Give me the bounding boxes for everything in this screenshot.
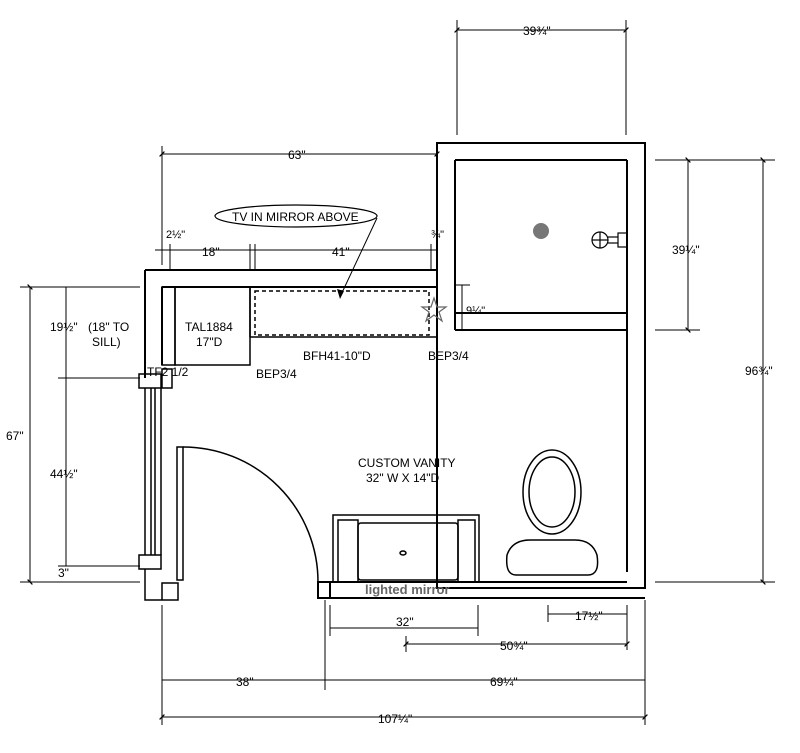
bep-right-label: BEP3/4 xyxy=(428,349,469,363)
bfh-label: BFH41-10"D xyxy=(303,349,371,363)
sill-note: (18" TO xyxy=(88,320,129,334)
label-44half: 44½" xyxy=(50,467,78,481)
tf2-label: TF2 1/2 xyxy=(147,365,189,379)
bep-left-label: BEP3/4 xyxy=(256,367,297,381)
label-width-top: 39¾" xyxy=(523,24,551,38)
sill-note-2: SILL) xyxy=(92,335,121,349)
label-50q: 50¾" xyxy=(500,639,528,653)
sink-drain-icon xyxy=(399,550,407,556)
label-69q: 69¼" xyxy=(490,675,518,689)
vanity-label: CUSTOM VANITY xyxy=(358,456,456,470)
label-3: 3" xyxy=(58,566,69,580)
toilet xyxy=(505,449,599,576)
label-2half: 2½" xyxy=(166,229,185,241)
shower-outer-wall xyxy=(436,142,646,589)
label-67: 67" xyxy=(6,429,24,443)
label-3q: ¾" xyxy=(431,229,444,241)
toilet-tank xyxy=(505,539,599,576)
vanity-size-label: 32" W X 14"D xyxy=(366,471,440,485)
bottom-wall-end xyxy=(317,581,331,599)
label-63: 63" xyxy=(288,148,306,162)
tal-depth-label: 17"D xyxy=(196,335,223,349)
tal-label: TAL1884 xyxy=(185,320,233,334)
door-swing-arc xyxy=(182,446,319,583)
label-32: 32" xyxy=(396,615,414,629)
label-107q: 107¼" xyxy=(378,712,412,726)
label-9q: 9¼" xyxy=(466,305,485,317)
bfh-cabinet xyxy=(249,287,437,338)
star-icon xyxy=(420,296,448,323)
label-41: 41" xyxy=(332,245,350,259)
walls xyxy=(144,142,646,599)
door xyxy=(176,446,319,583)
shower-valve-icon xyxy=(591,231,628,249)
label-38: 38" xyxy=(236,675,254,689)
label-96q: 96¾" xyxy=(745,364,773,378)
tv-note-label: TV IN MIRROR ABOVE xyxy=(232,210,359,224)
window xyxy=(138,368,179,601)
lighted-mirror-label: lighted mirror xyxy=(365,582,450,597)
dimension-labels: 39¾" 63" TV IN MIRROR ABOVE 2½" 18" 41" … xyxy=(6,24,773,726)
label-39q: 39¼" xyxy=(672,243,700,257)
shower-drain-icon xyxy=(533,223,549,239)
door-leaf xyxy=(176,446,184,581)
tv-note xyxy=(214,204,378,299)
vanity xyxy=(332,514,480,583)
label-17half: 17½" xyxy=(575,609,603,623)
label-18: 18" xyxy=(202,245,220,259)
dimension-lines xyxy=(20,20,775,725)
toilet-bowl xyxy=(522,449,582,535)
label-19half: 19½" xyxy=(50,320,78,334)
